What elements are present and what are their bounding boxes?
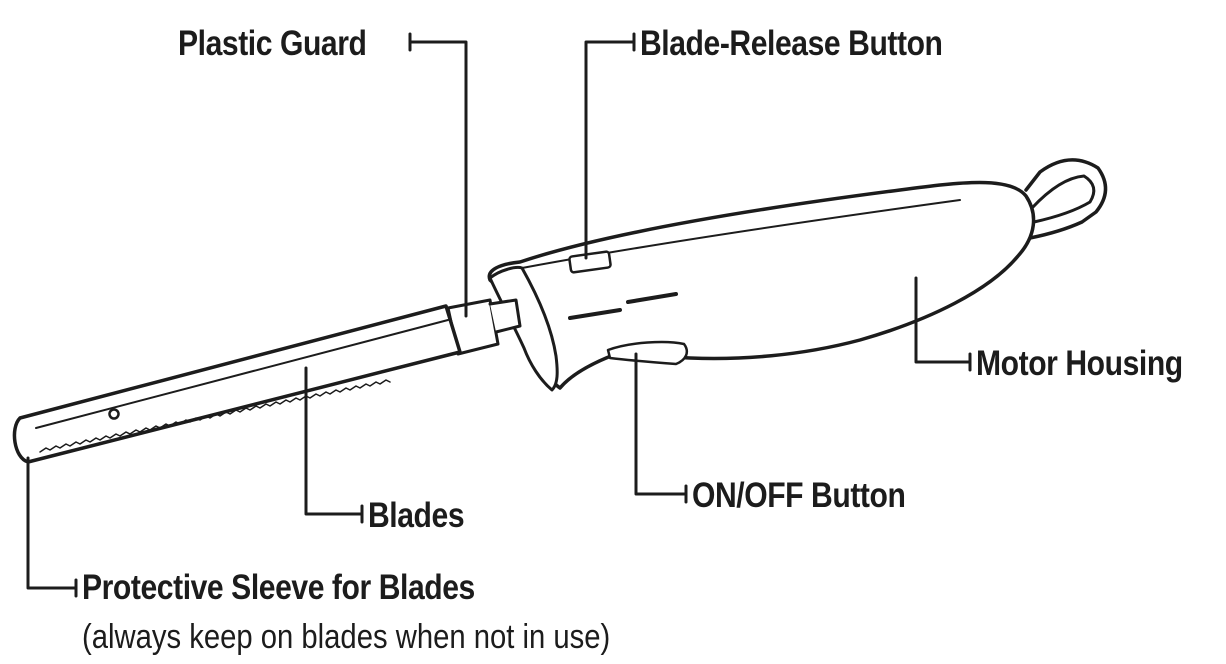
sleeve-inner-edge — [35, 319, 449, 429]
blade-sleeve-outline — [12, 304, 462, 464]
label-protective-sleeve-note: (always keep on blades when not in use) — [82, 618, 611, 656]
label-plastic-guard: Plastic Guard — [178, 24, 367, 63]
leader-on-off — [634, 352, 688, 504]
leader-plastic-guard — [408, 32, 468, 318]
grip-line-2 — [626, 292, 678, 304]
label-blade-release-button: Blade-Release Button — [640, 24, 943, 63]
on-off-trigger-shape — [606, 340, 688, 366]
motor-housing-outline — [487, 180, 1036, 390]
blade-rivet — [108, 408, 120, 420]
grip-line — [568, 308, 622, 320]
label-motor-housing: Motor Housing — [976, 344, 1183, 383]
cord-loop-inner — [1030, 174, 1096, 224]
leader-motor-housing — [914, 276, 972, 372]
leader-protective-sleeve — [26, 456, 78, 598]
plastic-guard-neck — [488, 298, 522, 334]
front-flange — [488, 266, 559, 392]
cord-loop — [1024, 158, 1108, 240]
label-blades: Blades — [368, 496, 465, 535]
blade-release-button-shape — [568, 250, 612, 274]
leader-blades — [304, 366, 364, 524]
label-on-off-button: ON/OFF Button — [692, 476, 906, 515]
serrated-edge — [39, 379, 391, 453]
leader-blade-release — [584, 32, 636, 260]
label-protective-sleeve: Protective Sleeve for Blades — [82, 568, 475, 607]
